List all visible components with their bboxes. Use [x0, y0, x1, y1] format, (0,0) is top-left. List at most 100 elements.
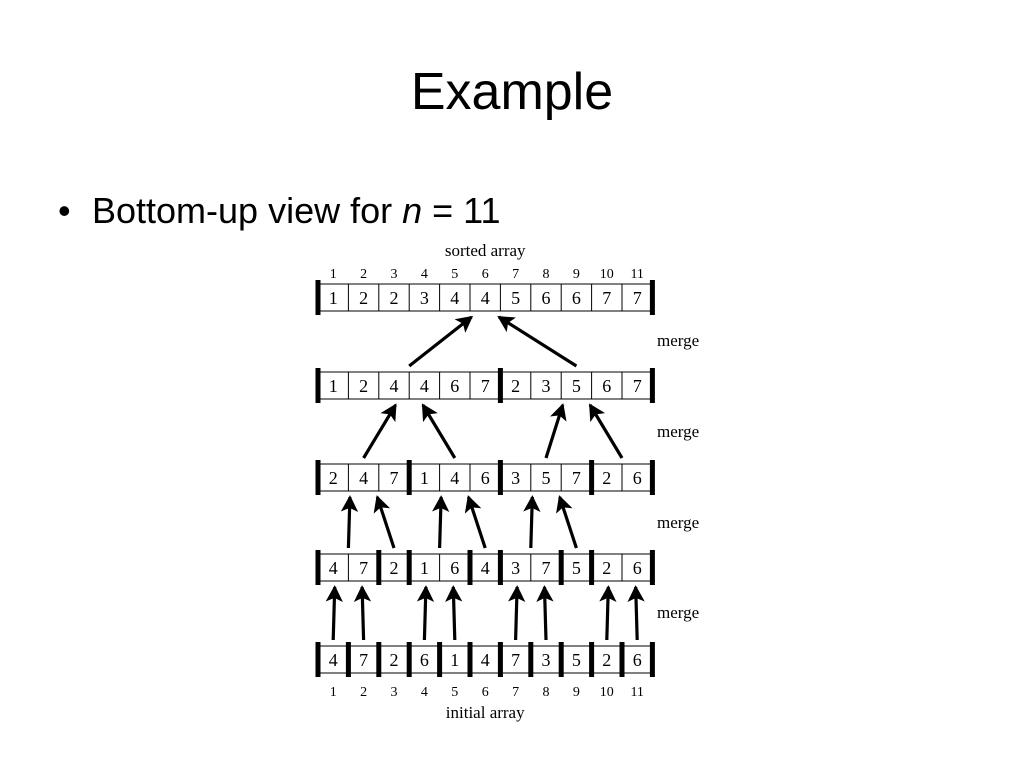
index-label-bottom: 6 — [482, 685, 489, 700]
index-label-top: 10 — [600, 267, 614, 282]
cell-value: 6 — [542, 288, 551, 308]
index-label-top: 6 — [482, 267, 489, 282]
index-label-bottom: 4 — [421, 685, 428, 700]
cell-value: 2 — [390, 650, 399, 670]
merge-arrow — [588, 403, 624, 459]
cell-value: 3 — [542, 376, 551, 396]
merge-arrow — [464, 495, 487, 549]
merge-arrow — [373, 495, 396, 549]
merge-arrow — [497, 315, 578, 368]
cell-value: 7 — [481, 376, 490, 396]
index-label-top: 4 — [421, 267, 428, 282]
merge-arrow — [556, 495, 578, 549]
cell-value: 2 — [390, 558, 399, 578]
cell-value: 2 — [390, 288, 399, 308]
index-label-top: 5 — [451, 267, 458, 282]
merge-label: merge — [657, 603, 699, 622]
index-label-bottom: 2 — [360, 685, 367, 700]
merge-label: merge — [657, 422, 699, 441]
merge-arrow — [536, 585, 554, 641]
cell-value: 2 — [359, 376, 368, 396]
merge-arrow — [544, 403, 567, 459]
cell-value: 7 — [542, 558, 551, 578]
merge-arrow — [340, 495, 359, 549]
cell-value: 6 — [633, 650, 642, 670]
index-label-top: 11 — [630, 267, 643, 282]
cell-value: 2 — [359, 288, 368, 308]
merge-label: merge — [657, 513, 699, 532]
bullet-variable: n — [402, 190, 423, 231]
bullet-symbol: • — [58, 190, 71, 231]
cell-value: 2 — [602, 650, 611, 670]
index-label-bottom: 10 — [600, 685, 614, 700]
merge-arrow — [353, 585, 372, 641]
cell-value: 2 — [329, 468, 338, 488]
cell-value: 7 — [572, 468, 581, 488]
cell-value: 7 — [633, 376, 642, 396]
bullet-text-end: = 11 — [422, 190, 501, 231]
cell-value: 6 — [633, 558, 642, 578]
cell-value: 3 — [420, 288, 429, 308]
cell-value: 2 — [511, 376, 520, 396]
cell-value: 4 — [481, 288, 490, 308]
index-label-top: 9 — [573, 267, 580, 282]
cell-value: 4 — [329, 558, 338, 578]
cell-value: 4 — [359, 468, 368, 488]
cell-value: 4 — [450, 468, 459, 488]
index-label-bottom: 11 — [630, 685, 643, 700]
cell-value: 4 — [390, 376, 399, 396]
merge-arrow — [362, 403, 397, 459]
cell-value: 1 — [420, 558, 429, 578]
index-label-top: 7 — [512, 267, 519, 282]
cell-value: 4 — [329, 650, 338, 670]
cell-value: 3 — [511, 558, 520, 578]
cell-value: 5 — [572, 558, 581, 578]
merge-arrow — [325, 585, 343, 641]
index-label-bottom: 7 — [512, 685, 519, 700]
cell-value: 4 — [481, 650, 490, 670]
bottom-caption: initial array — [446, 703, 525, 722]
merge-arrow — [523, 495, 541, 549]
merge-arrow — [599, 585, 617, 641]
slide-title: Example — [410, 63, 614, 121]
cell-value: 7 — [390, 468, 399, 488]
index-label-bottom: 8 — [543, 685, 550, 700]
cell-value: 1 — [329, 288, 338, 308]
index-label-bottom: 9 — [573, 685, 580, 700]
index-label-top: 1 — [330, 267, 337, 282]
cell-value: 6 — [450, 376, 459, 396]
cell-value: 1 — [420, 468, 429, 488]
cell-value: 6 — [450, 558, 459, 578]
index-label-bottom: 3 — [391, 685, 398, 700]
index-label-top: 2 — [360, 267, 367, 282]
cell-value: 6 — [420, 650, 429, 670]
cell-value: 4 — [450, 288, 459, 308]
merge-arrow — [445, 585, 463, 641]
cell-value: 7 — [359, 650, 368, 670]
cell-value: 3 — [542, 650, 551, 670]
cell-value: 7 — [359, 558, 368, 578]
cell-value: 4 — [420, 376, 429, 396]
cell-value: 2 — [602, 558, 611, 578]
merge-arrow — [432, 495, 450, 549]
bullet-text: Bottom-up view for — [92, 190, 403, 231]
cell-value: 7 — [602, 288, 611, 308]
merge-arrow — [421, 403, 457, 459]
index-label-bottom: 5 — [451, 685, 458, 700]
index-label-top: 8 — [543, 267, 550, 282]
cell-value: 5 — [572, 376, 581, 396]
cell-value: 6 — [481, 468, 490, 488]
index-label-bottom: 1 — [330, 685, 337, 700]
cell-value: 1 — [450, 650, 459, 670]
cell-value: 5 — [542, 468, 551, 488]
merge-arrow — [508, 585, 526, 641]
cell-value: 5 — [572, 650, 581, 670]
cell-value: 3 — [511, 468, 520, 488]
cell-value: 7 — [633, 288, 642, 308]
cell-value: 6 — [602, 376, 611, 396]
merge-arrow — [627, 585, 645, 641]
merge-arrow — [416, 585, 435, 641]
merge-arrow — [408, 315, 474, 368]
bullet-item: • Bottom-up view for n = 11 — [58, 190, 501, 232]
